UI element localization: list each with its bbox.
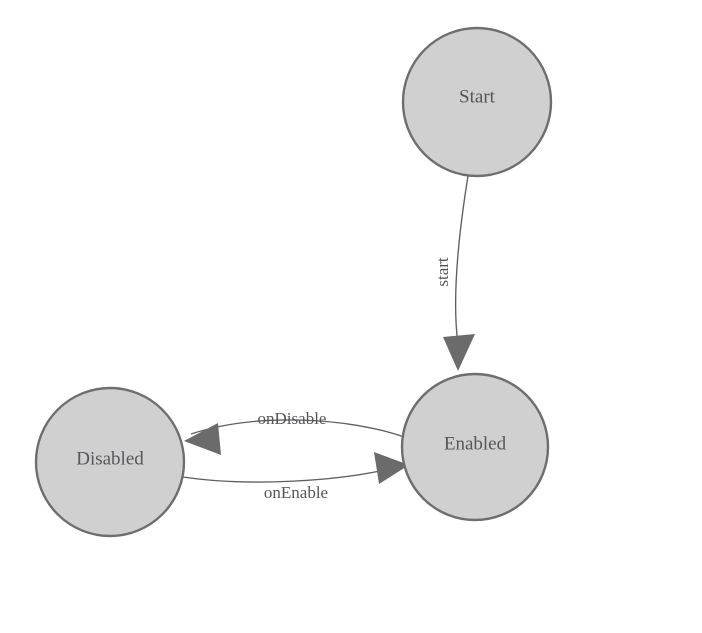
edge-start-to-enabled[interactable]: start <box>433 175 475 371</box>
edge-start-to-enabled-arrowhead-icon <box>443 334 475 371</box>
state-node-disabled[interactable]: Disabled <box>34 386 186 538</box>
edge-label-start: start <box>433 257 452 287</box>
edge-enabled-to-disabled-arrowhead-icon <box>184 423 221 455</box>
state-node-enabled-label: Enabled <box>444 433 507 454</box>
edge-disabled-to-enabled-arrowhead-icon <box>374 452 409 484</box>
edge-disabled-to-enabled[interactable]: onEnable <box>182 452 409 502</box>
state-node-disabled-label: Disabled <box>76 448 144 469</box>
state-node-start[interactable]: Start <box>401 26 553 178</box>
edge-enabled-to-disabled[interactable]: onDisable <box>184 409 405 455</box>
edge-start-to-enabled-path <box>454 175 469 345</box>
state-node-start-circle <box>401 26 553 178</box>
state-node-start-label: Start <box>459 86 496 107</box>
edge-disabled-to-enabled-path <box>182 467 394 483</box>
state-node-enabled-circle <box>400 372 550 522</box>
state-node-enabled[interactable]: Enabled <box>400 372 550 522</box>
edge-label-on-enable: onEnable <box>264 483 328 502</box>
edge-label-on-disable: onDisable <box>258 409 327 428</box>
state-node-disabled-circle <box>34 386 186 538</box>
